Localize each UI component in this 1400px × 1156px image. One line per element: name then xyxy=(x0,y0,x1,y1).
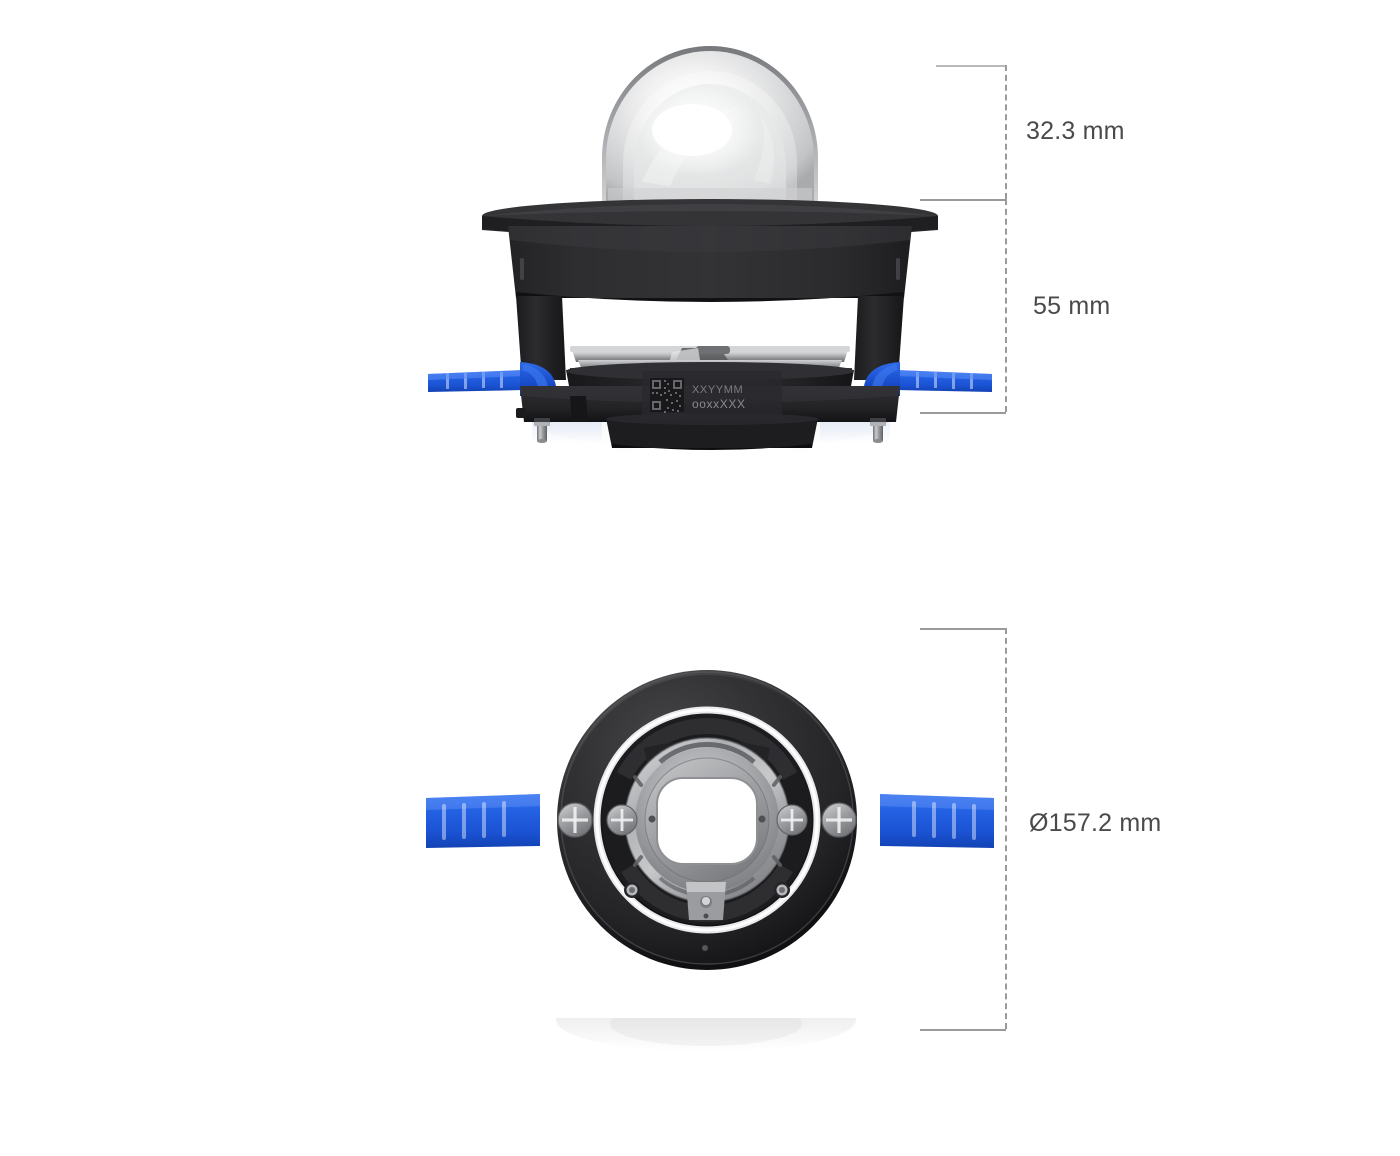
mounting-screw-foot-right xyxy=(870,418,886,443)
camera-body-collar xyxy=(508,226,912,302)
camera-side-view: XXYYMM ooxxXXX xyxy=(420,30,1000,470)
clip-ribs-right xyxy=(916,372,973,389)
dimension-tick-bottom-side xyxy=(920,412,1006,414)
bezel-screw-right xyxy=(821,802,857,838)
dimension-tick-mid-side xyxy=(920,199,1006,201)
dimension-line-body-height xyxy=(1005,199,1007,412)
mounting-screw-foot-left xyxy=(534,418,550,443)
dimension-tick-top-side xyxy=(936,65,1006,67)
dimension-line-outer-diameter xyxy=(1005,628,1007,1029)
camera-dome xyxy=(602,46,818,208)
dimension-line-dome-height xyxy=(1005,65,1007,199)
gimbal-notches xyxy=(632,775,783,867)
bracket-legs xyxy=(516,296,904,380)
qr-code-icon xyxy=(650,378,684,413)
base-tab-left xyxy=(516,408,526,418)
dimension-label-dome-height: 32.3 mm xyxy=(1026,117,1125,145)
dimension-label-body-height: 55 mm xyxy=(1033,292,1111,320)
reset-pin-hole xyxy=(702,945,708,951)
gimbal-screw-right xyxy=(776,804,808,836)
dimension-tick-top-bottomview xyxy=(920,628,1006,630)
label-code-line-1: XXYYMM xyxy=(692,384,743,396)
aperture-detent-left xyxy=(648,815,656,823)
blue-retention-clip-left-bottom xyxy=(426,794,540,848)
gimbal-screw-left xyxy=(606,804,638,836)
tab-pin xyxy=(702,897,710,905)
clip-ribs-left xyxy=(446,372,503,389)
label-code-line-2: ooxxXXX xyxy=(692,397,746,411)
dimension-tick-bottom-bottomview xyxy=(920,1029,1006,1031)
camera-bottom-view xyxy=(420,600,1000,1070)
dimension-label-outer-diameter: Ø157.2 mm xyxy=(1029,809,1162,837)
vent-slot-left xyxy=(520,258,524,280)
aperture-detent-right xyxy=(758,815,766,823)
bezel-screw-left xyxy=(557,802,593,838)
inner-gimbal-assembly xyxy=(606,737,808,920)
bracket-leg-right xyxy=(854,296,904,380)
vent-slot-right xyxy=(896,258,900,280)
blue-retention-clip-right-bottom xyxy=(880,794,994,848)
clip-ribs-right-bottom xyxy=(912,801,976,840)
bracket-leg-left xyxy=(516,296,566,380)
lens-aperture-opening xyxy=(657,778,757,864)
surface-reflection-bottom xyxy=(556,1018,856,1052)
clip-ribs-left-bottom xyxy=(442,801,506,840)
product-label: XXYYMM ooxxXXX xyxy=(642,371,782,419)
